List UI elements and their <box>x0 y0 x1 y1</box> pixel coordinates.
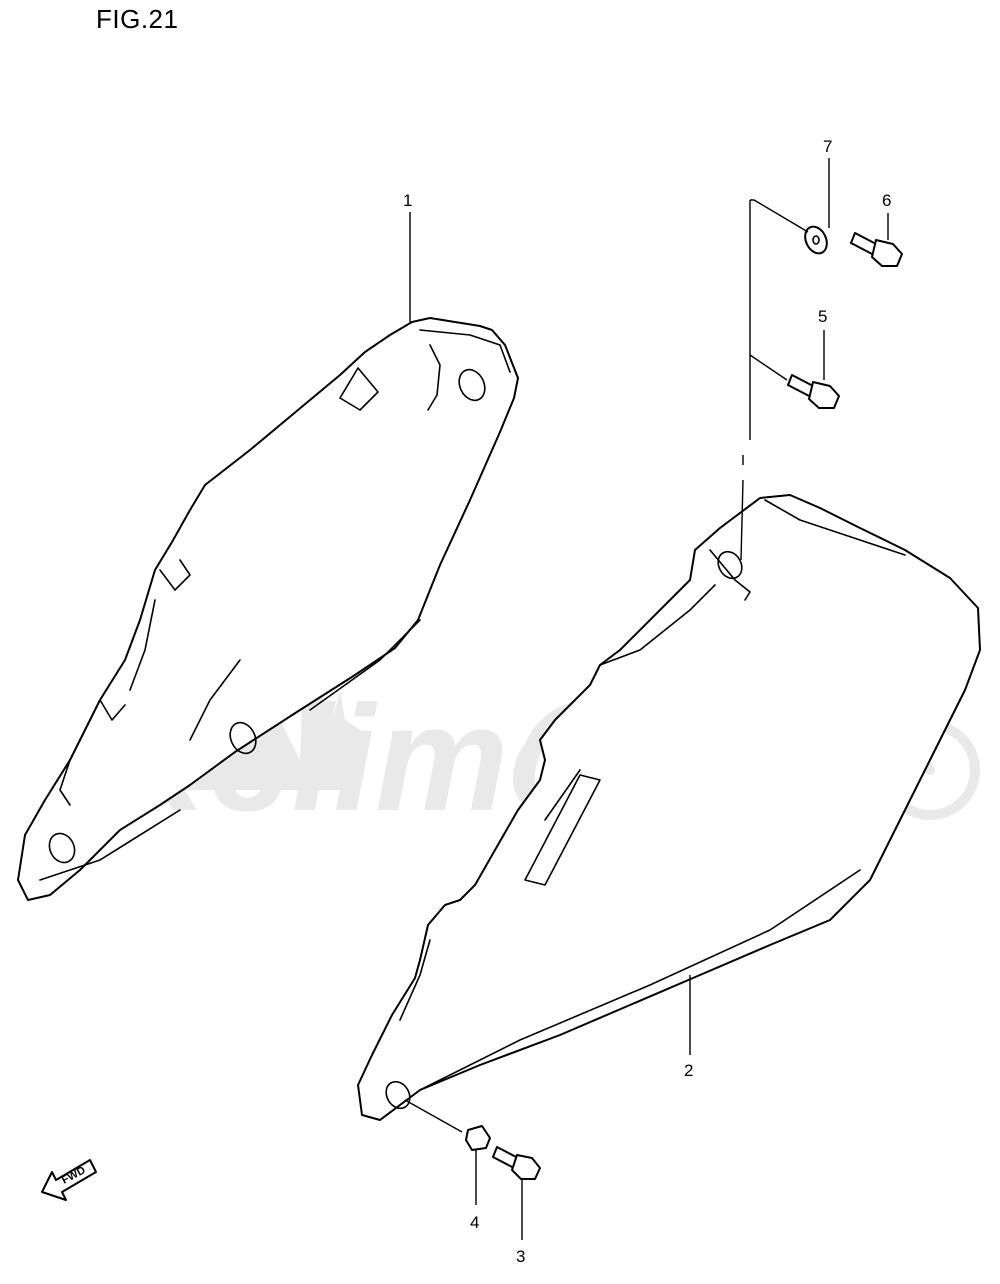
arrow-left-down-icon <box>41 1159 97 1201</box>
callout-1: 1 <box>403 191 412 210</box>
leader-washer-branch <box>750 199 809 233</box>
leader-lines <box>404 158 889 1240</box>
callout-6: 6 <box>882 191 891 210</box>
callout-3: 3 <box>516 1247 525 1266</box>
callout-5: 5 <box>818 307 827 326</box>
callout-4: 4 <box>470 1213 479 1232</box>
part-3-bolt[interactable] <box>492 1146 541 1180</box>
callout-2: 2 <box>684 1061 693 1080</box>
part-5-bolt[interactable] <box>787 374 840 409</box>
part-1-side-cover-left[interactable] <box>17 317 519 901</box>
fwd-direction-marker: FWD <box>41 1159 97 1201</box>
leader-grommet-line <box>404 1099 463 1133</box>
part-7-washer[interactable] <box>801 223 831 257</box>
part-4-grommet[interactable] <box>465 1125 491 1151</box>
leader-dash-2 <box>740 479 744 561</box>
leader-bolt5-branch <box>749 354 788 381</box>
callouts: 1 2 3 4 5 6 7 <box>403 137 891 1266</box>
figure-title: FIG.21 <box>96 4 179 34</box>
part-2-side-cover-right[interactable] <box>357 494 981 1121</box>
callout-7: 7 <box>823 137 832 156</box>
part-6-bolt[interactable] <box>850 232 903 267</box>
